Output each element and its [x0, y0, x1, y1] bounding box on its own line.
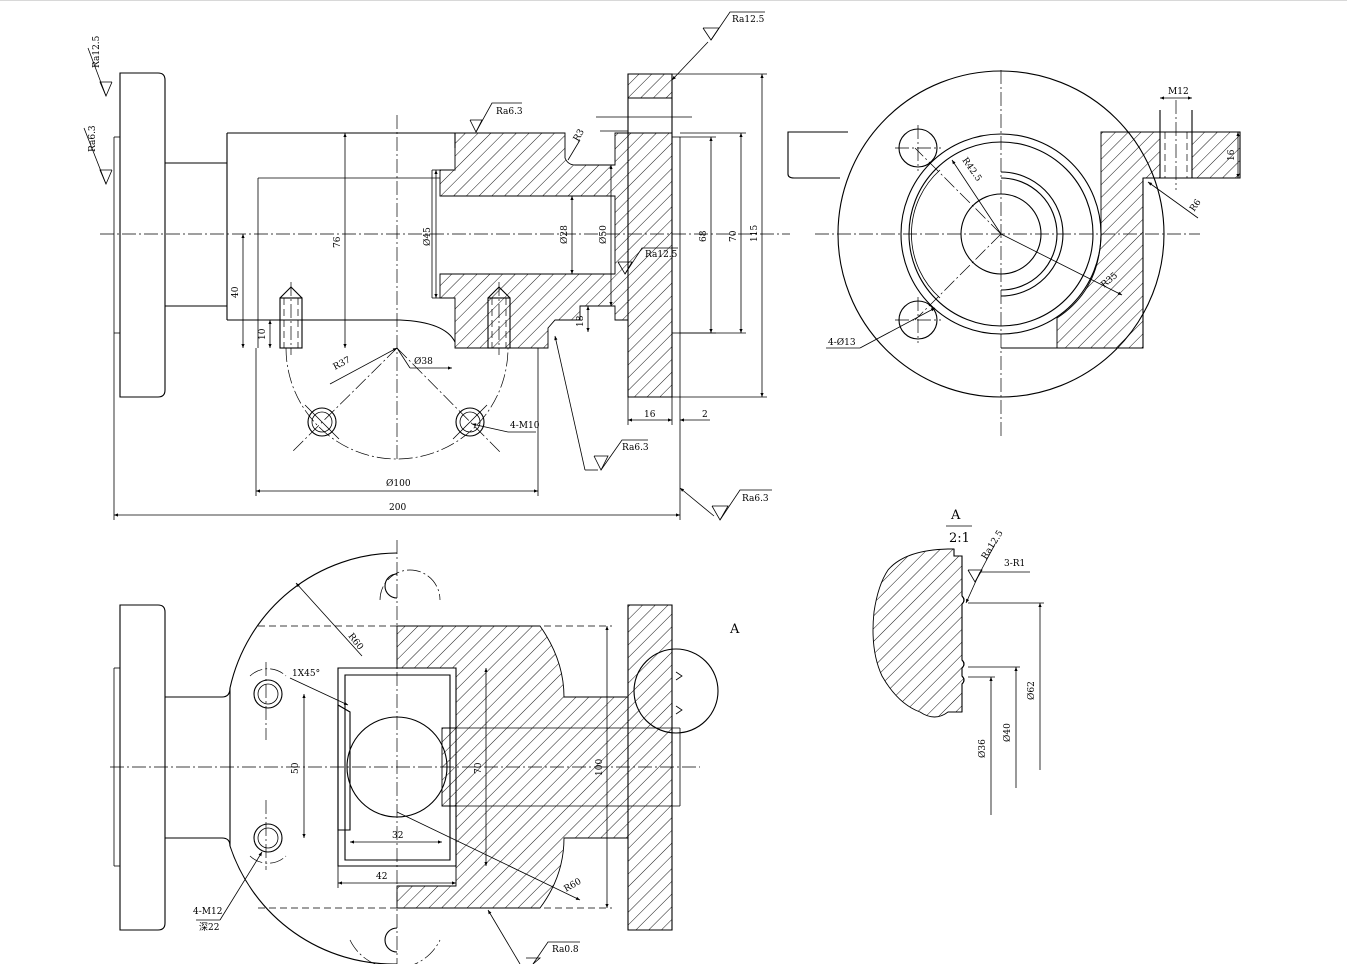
dim-r6: R6 — [1188, 198, 1204, 214]
dim-4-d13: 4-Ø13 — [828, 337, 856, 348]
dim-d100: Ø100 — [386, 478, 411, 489]
detail-a-scale: 2:1 — [949, 531, 970, 546]
plan-view: R60 1X45° 50 70 100 32 42 R60 4-M12 深22 … — [110, 540, 740, 964]
dim-32: 32 — [392, 831, 403, 841]
dim-r37: R37 — [332, 355, 353, 373]
dim-m12-side: M12 — [1168, 87, 1189, 97]
dim-r3: R3 — [572, 127, 587, 143]
dim-16: 16 — [644, 410, 656, 420]
ra-text-6: Ra6.3 — [622, 443, 649, 453]
dim-70: 70 — [729, 230, 739, 242]
dim-chamfer: 1X45° — [292, 669, 320, 679]
ra-text-plan: Ra0.8 — [552, 945, 579, 955]
detail-3-r1: 3-R1 — [1004, 559, 1025, 569]
dim-d28: Ø28 — [559, 225, 570, 244]
dim-d38: Ø38 — [414, 356, 433, 367]
dim-42: 42 — [376, 872, 387, 882]
detail-ra: Ra12.5 — [980, 529, 1006, 562]
dim-r60-outer: R60 — [346, 632, 365, 653]
ra-text-7: Ra6.3 — [742, 494, 769, 504]
dim-4-m12: 4-M12 — [193, 907, 222, 917]
dim-4-m10: 4-M10 — [510, 421, 540, 431]
dim-200: 200 — [389, 503, 406, 513]
dim-18: 18 — [576, 315, 586, 327]
detail-d36: Ø36 — [977, 739, 988, 758]
ra-text-2: Ra6.3 — [88, 125, 98, 152]
front-view: Ra12.5 Ra6.3 Ra6.3 Ra12.5 Ra12.5 Ra6.3 R… — [83, 11, 790, 521]
dim-68: 68 — [699, 230, 709, 242]
dim-76: 76 — [333, 236, 343, 248]
ra-text-4: Ra12.5 — [732, 15, 765, 25]
dim-2: 2 — [702, 410, 708, 420]
dim-10: 10 — [258, 328, 268, 340]
detail-a-view: A 2:1 Ra12.5 3-R1 Ø62 Ø40 Ø36 — [872, 508, 1044, 815]
ra-text-5: Ra12.5 — [645, 250, 678, 260]
dim-r60-inner: R60 — [563, 877, 584, 895]
dim-70-plan: 70 — [474, 762, 484, 774]
detail-d62: Ø62 — [1026, 681, 1037, 700]
detail-ref-a: A — [729, 622, 740, 637]
dim-100-plan: 100 — [595, 759, 605, 776]
dim-115: 115 — [750, 225, 760, 242]
ra-text-1: Ra12.5 — [92, 35, 102, 68]
dim-40: 40 — [231, 286, 241, 298]
dim-r42: R42.5 — [960, 156, 984, 184]
detail-a-label: A — [950, 508, 961, 523]
dim-d50: Ø50 — [598, 225, 609, 244]
detail-d40: Ø40 — [1002, 723, 1013, 742]
dim-16-side: 16 — [1227, 149, 1237, 161]
ra-text-3: Ra6.3 — [496, 107, 523, 117]
dim-depth-22: 深22 — [199, 922, 219, 933]
dim-50-plan: 50 — [291, 762, 301, 774]
side-view: M12 16 R6 R42.5 R35 4-Ø13 — [787, 70, 1241, 438]
dim-d45: Ø45 — [422, 227, 433, 246]
